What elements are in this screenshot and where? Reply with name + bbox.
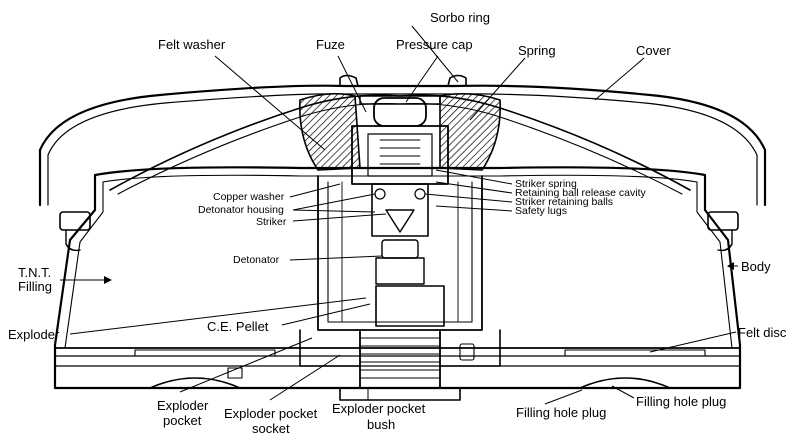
exploder-pocket-bush: [359, 329, 441, 389]
filling-hole-plug-left: [149, 377, 241, 389]
label-fuze: Fuze: [316, 37, 345, 52]
label-filling-hole-plug-left: Filling hole plug: [516, 405, 607, 420]
label-filling-hole-plug-right: Filling hole plug: [636, 394, 727, 409]
label-exploder-pocket-bush-line2: bush: [367, 417, 396, 432]
label-sorbo-ring: Sorbo ring: [430, 10, 490, 25]
label-exploder-pocket-socket-line2: socket: [252, 421, 290, 436]
exploder-pocket: [317, 175, 483, 331]
felt-disc-right: [564, 349, 706, 357]
label-copper-washer: Copper washer: [213, 191, 285, 203]
label-pressure-cap: Pressure cap: [396, 37, 473, 52]
label-exploder-pocket-bush-line1: Exploder pocket: [332, 401, 426, 416]
left-handle: [59, 211, 91, 231]
label-detonator: Detonator: [233, 254, 280, 266]
detonator-housing: [371, 183, 429, 237]
label-tnt-filling-line2: Filling: [18, 279, 52, 294]
pressure-cap: [373, 97, 427, 127]
body-outline: [53, 166, 742, 390]
exploder-pocket-socket: [299, 329, 501, 367]
label-felt-washer: Felt washer: [158, 37, 226, 52]
label-exploder-pocket-line1: Exploder: [157, 398, 209, 413]
label-safety-lugs: Safety lugs: [515, 205, 567, 217]
striker: [385, 209, 415, 233]
label-cover: Cover: [636, 43, 671, 58]
filling-hole-plug-right: [579, 377, 671, 389]
label-body: Body: [741, 259, 771, 274]
fuze-head: [351, 125, 449, 185]
sorbo-ring-left: [299, 92, 361, 171]
detonator: [381, 239, 419, 259]
label-spring: Spring: [518, 43, 556, 58]
label-striker-retaining-balls: Striker retaining balls: [515, 196, 614, 208]
cover-outline: [38, 84, 767, 207]
sorbo-ring-right: [439, 92, 501, 171]
label-striker-spring: Striker spring: [515, 178, 577, 190]
right-handle: [707, 211, 739, 231]
label-retaining-ball-release-cavity: Retaining ball release cavity: [515, 187, 646, 199]
label-ce-pellet: C.E. Pellet: [207, 319, 269, 334]
label-tnt-filling-line1: T.N.T.: [18, 265, 52, 280]
label-detonator-housing: Detonator housing: [198, 204, 284, 216]
label-felt-disc: Felt disc: [738, 325, 787, 340]
ce-pellet: [375, 285, 445, 327]
felt-disc-left: [134, 349, 276, 357]
label-exploder-pocket-socket-line1: Exploder pocket: [224, 406, 318, 421]
label-exploder-pocket-line2: pocket: [163, 413, 202, 428]
label-exploder: Exploder: [8, 327, 60, 342]
label-striker: Striker: [256, 216, 287, 228]
